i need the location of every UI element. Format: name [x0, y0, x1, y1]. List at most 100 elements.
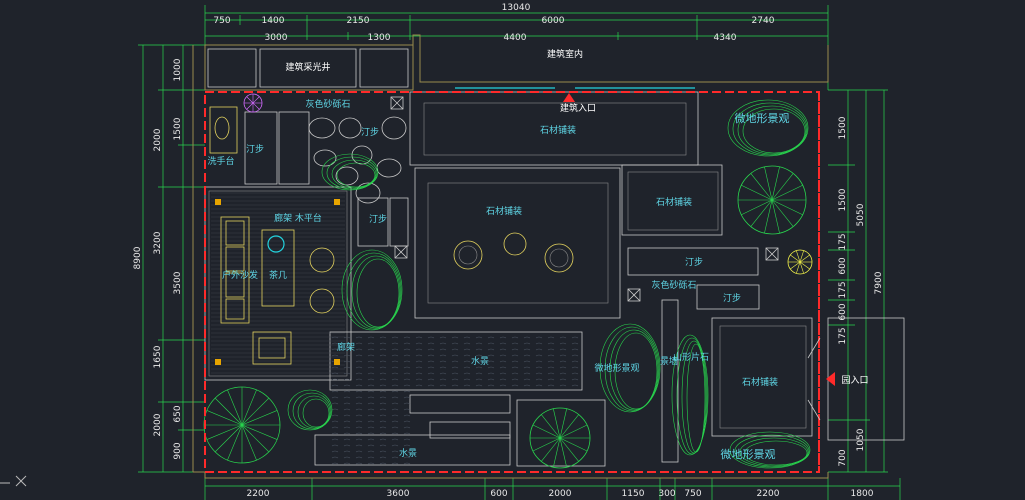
- dim-bottom-b: 3600: [387, 489, 410, 499]
- ground-cover-symbol: [729, 431, 811, 469]
- shrub-symbol: [787, 249, 813, 275]
- water-wave: [487, 360, 495, 363]
- water-wave: [499, 348, 507, 351]
- label-steps3: 汀步: [369, 214, 387, 225]
- water-wave: [367, 462, 375, 465]
- water-wave: [367, 414, 375, 417]
- paving-zones: [204, 91, 813, 467]
- water-wave: [391, 396, 399, 399]
- dim-left-inner-d: 650: [173, 405, 183, 422]
- water-wave: [343, 396, 351, 399]
- water-wave: [343, 336, 351, 339]
- water-wave: [439, 342, 447, 345]
- water-wave: [463, 354, 471, 357]
- water-wave: [379, 372, 387, 375]
- water-wave: [355, 360, 363, 363]
- water-wave: [535, 372, 543, 375]
- water-wave: [427, 360, 435, 363]
- water-wave: [511, 342, 519, 345]
- dim-left-mid-b: 3200: [153, 231, 163, 254]
- label-corridor: 廊架: [337, 341, 355, 353]
- dim-right-a7: 175: [838, 327, 848, 344]
- dim-right-b1: 5050: [856, 203, 866, 226]
- dim-top1-d: 6000: [542, 16, 565, 26]
- water-wave: [355, 408, 363, 411]
- label-tea: 茶几: [269, 269, 287, 281]
- water-wave: [331, 396, 339, 399]
- dim-bottom-d: 2000: [549, 489, 572, 499]
- shrub-symbol: [737, 165, 807, 235]
- water-wave: [367, 342, 375, 345]
- water-wave: [343, 462, 351, 465]
- water-wave: [331, 342, 339, 345]
- water-wave: [439, 348, 447, 351]
- label-steps1: 汀步: [246, 144, 264, 155]
- water-wave: [379, 408, 387, 411]
- water-wave: [355, 384, 363, 387]
- water-wave: [331, 426, 339, 429]
- water-wave: [343, 456, 351, 459]
- label-pavilion: 廊架 木平台: [274, 212, 322, 224]
- water-wave: [355, 372, 363, 375]
- label-indoor: 建筑室内: [547, 48, 583, 60]
- water-wave: [391, 438, 399, 441]
- water-wave: [487, 342, 495, 345]
- water-wave: [427, 378, 435, 381]
- water-wave: [355, 348, 363, 351]
- water-wave: [355, 366, 363, 369]
- water-wave: [367, 372, 375, 375]
- water-wave: [523, 378, 531, 381]
- water-wave: [331, 450, 339, 453]
- dim-top-total: 13040: [502, 3, 531, 13]
- dim-right-a4: 600: [838, 257, 848, 274]
- water-wave: [523, 342, 531, 345]
- label-rock: 山形片石: [673, 351, 709, 363]
- dim-top1-e: 2740: [752, 16, 775, 26]
- water-wave: [487, 384, 495, 387]
- water-wave: [559, 378, 567, 381]
- water-wave: [379, 402, 387, 405]
- water-wave: [403, 456, 411, 459]
- water-wave: [547, 336, 555, 339]
- water-wave: [355, 456, 363, 459]
- water-wave: [331, 444, 339, 447]
- water-wave: [355, 414, 363, 417]
- dim-left-inner-e: 900: [173, 442, 183, 459]
- water-wave: [487, 378, 495, 381]
- lamp-markers: [390, 96, 779, 302]
- water-wave: [343, 348, 351, 351]
- water-wave: [415, 384, 423, 387]
- water-wave: [367, 420, 375, 423]
- dim-bottom-g: 750: [684, 489, 701, 499]
- water-wave: [343, 360, 351, 363]
- water-wave: [415, 342, 423, 345]
- label-steps5: 汀步: [723, 293, 741, 304]
- label-micro3: 微地形景观: [721, 447, 776, 461]
- water-wave: [343, 366, 351, 369]
- water-wave: [511, 336, 519, 339]
- water-wave: [367, 438, 375, 441]
- dim-left-inner-b: 1500: [173, 117, 183, 140]
- water-wave: [547, 360, 555, 363]
- site-boundary: [204, 91, 820, 473]
- water-wave: [535, 366, 543, 369]
- water-wave: [499, 360, 507, 363]
- water-wave: [511, 384, 519, 387]
- water-wave: [403, 342, 411, 345]
- label-washbasin: 洗手台: [207, 155, 234, 167]
- dim-top2-d: 4340: [714, 33, 737, 43]
- water-wave: [403, 438, 411, 441]
- label-steps2: 汀步: [361, 127, 379, 138]
- water-wave: [427, 384, 435, 387]
- water-wave: [367, 456, 375, 459]
- water-wave: [391, 450, 399, 453]
- dim-top2-c: 4400: [504, 33, 527, 43]
- water-wave: [499, 372, 507, 375]
- water-wave: [415, 366, 423, 369]
- water-wave: [547, 342, 555, 345]
- water-wave: [403, 432, 411, 435]
- water-wave: [511, 360, 519, 363]
- dim-bottom-h: 2200: [757, 489, 780, 499]
- ground-cover-symbol: [287, 389, 333, 431]
